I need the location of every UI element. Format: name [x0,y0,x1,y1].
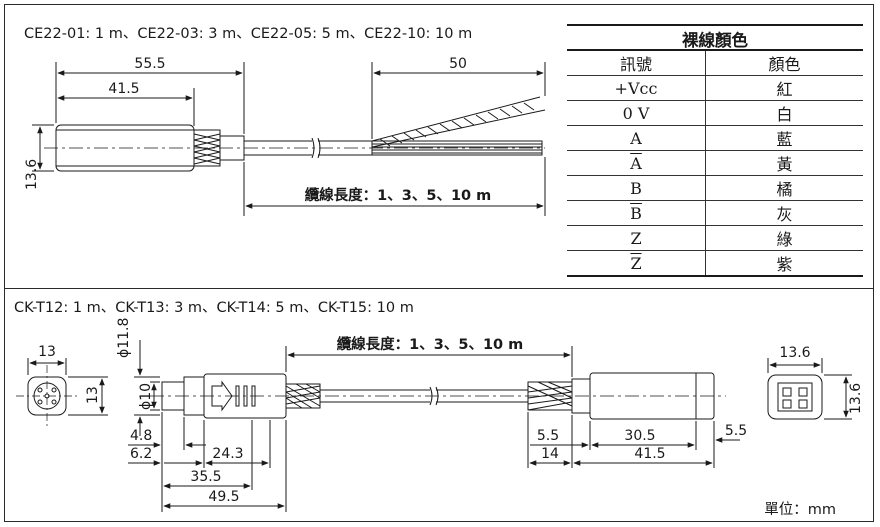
color-cell: 紅 [705,75,863,101]
dim-13-end-width: 13 [38,344,56,360]
color-cell: 灰 [705,200,863,226]
dim-35-5: 35.5 [190,469,221,485]
signal-cell: A [567,150,706,176]
dim-41-5-right: 41.5 [634,446,665,462]
ce22-model-header: CE22-01: 1 m、CE22-03: 3 m、CE22-05: 5 m、C… [24,26,473,42]
ckt-model-header: CK-T12: 1 m、CK-T13: 3 m、CK-T14: 5 m、CK-T… [14,300,414,316]
dim-4-8: 4.8 [130,428,152,444]
dim-5-5-right: 5.5 [725,423,747,439]
dim-30-5: 30.5 [624,428,655,444]
dim-13-6-end-width: 13.6 [779,345,810,361]
signal-cell: B [567,200,706,226]
col-header-signal: 訊號 [567,51,706,76]
unit-label: 單位：mm [764,502,836,518]
signal-cell: B [567,175,706,201]
dim-41-5: 41.5 [108,81,139,97]
drawing-frame [4,4,874,522]
wire-color-table-title: 裸線顏色 [567,24,863,51]
signal-cell: +Vcc [567,75,706,101]
cable-length-label-top: 纜線長度：1、3、5、10 m [305,186,492,204]
dim-phi-10: ϕ10 [138,383,154,410]
col-header-color: 顏色 [705,51,863,76]
signal-cell: 0 V [567,100,706,126]
color-cell: 綠 [705,225,863,251]
dim-6-2: 6.2 [130,446,152,462]
dim-phi-11-8: ϕ11.8 [116,318,132,358]
dim-13-end-height: 13 [85,386,101,404]
signal-cell: Z [567,225,706,251]
color-cell: 白 [705,100,863,126]
color-cell: 藍 [705,125,863,151]
color-cell: 黃 [705,150,863,176]
dim-50: 50 [449,56,467,72]
dim-5-5-left: 5.5 [537,428,559,444]
signal-cell: A [567,125,706,151]
ce22-cable-drawing [32,62,546,216]
dim-24-3: 24.3 [212,446,243,462]
signal-cell: Z [567,250,706,277]
dim-49-5: 49.5 [208,489,239,505]
dim-14: 14 [541,446,559,462]
dim-13-6-end-height: 13.6 [848,383,864,414]
dim-13-6-height: 13.6 [24,159,40,190]
cable-length-label-bottom: 纜線長度：1、3、5、10 m [337,335,524,353]
color-cell: 紫 [705,250,863,277]
ckt-cable-drawing [16,340,852,512]
section-divider [4,288,874,289]
color-cell: 橘 [705,175,863,201]
dim-55-5: 55.5 [134,56,165,72]
